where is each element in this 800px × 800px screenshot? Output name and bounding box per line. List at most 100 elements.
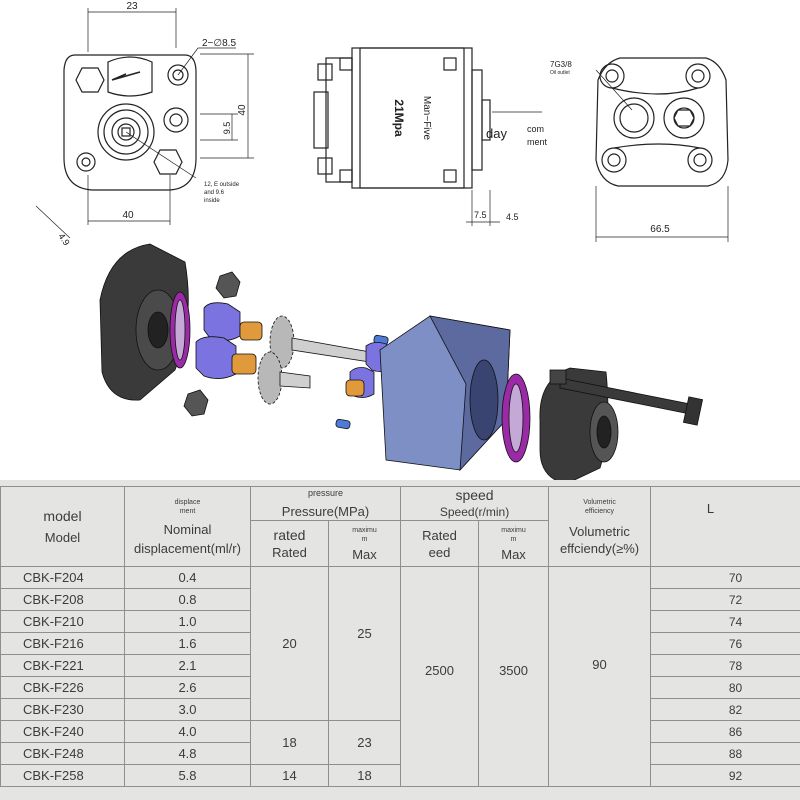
- driven-gear: [257, 351, 283, 405]
- row-model: CBK-F204: [0, 566, 125, 589]
- note-line-1: 12, E outside: [204, 182, 240, 188]
- header-rated: rated Rated: [250, 520, 329, 567]
- row-L: 92: [650, 764, 800, 787]
- exploded-view: [99, 243, 704, 480]
- header-speed-rated-sub: eed: [428, 544, 451, 560]
- rear-view: [595, 57, 729, 242]
- row-L: 70: [650, 566, 800, 589]
- cell-rated-b: 18: [250, 720, 329, 765]
- row-model: CBK-F248: [0, 742, 125, 765]
- cell-max-b: 23: [327, 720, 402, 765]
- row-L: 80: [650, 676, 800, 699]
- dim-23: 23: [126, 1, 138, 12]
- spec-table-photo: model Model displace ment Nominal displa…: [0, 480, 800, 800]
- header-speed-max-tiny-1: maximu: [501, 526, 526, 534]
- header-disp-sub: displacement(ml/r): [134, 540, 241, 556]
- row-L: 78: [650, 654, 800, 677]
- header-max-tiny-1: maximu: [352, 526, 377, 534]
- row-model: CBK-F226: [0, 676, 125, 699]
- row-disp: 3.0: [124, 698, 251, 721]
- header-max-tiny-2: m: [361, 535, 368, 543]
- header-disp-tiny-1: displace: [174, 498, 201, 506]
- row-L: 88: [650, 742, 800, 765]
- brand-label: Man~Five: [421, 96, 432, 141]
- header-pressure-main: Pressure(MPa): [281, 503, 370, 519]
- row-L: 86: [650, 720, 800, 743]
- header-speed-main: Speed(r/min): [439, 504, 510, 519]
- header-vol-sub: effciendy(≥%): [559, 540, 640, 556]
- header-speed-max: maximu m Max: [478, 520, 550, 567]
- row-disp: 0.4: [124, 566, 251, 589]
- header-model: model Model: [0, 486, 125, 567]
- side-view: [313, 47, 542, 226]
- dim-9-5: 9.5: [222, 122, 232, 135]
- dim-40-bottom: 40: [122, 210, 134, 221]
- thread-label: 7G3/8: [550, 60, 572, 69]
- dim-holes: 2−∅8.5: [202, 38, 236, 49]
- row-disp: 0.8: [124, 588, 251, 611]
- header-vol-main: Volumetric: [569, 523, 630, 539]
- row-model: CBK-F230: [0, 698, 125, 721]
- header-disp-main: Nominal: [163, 521, 212, 537]
- comment-line-2: ment: [527, 137, 548, 147]
- header-vol-tiny-1: Volumetric: [583, 498, 616, 506]
- row-model: CBK-F258: [0, 764, 125, 787]
- bushing-orange-2: [231, 353, 257, 375]
- header-L-text: L: [706, 501, 715, 516]
- header-speed-max-tiny-2: m: [510, 535, 517, 543]
- cell-speed-max: 3500: [478, 566, 550, 787]
- row-L: 74: [650, 610, 800, 633]
- header-max-sub: Max: [352, 546, 377, 562]
- bushing-block-lower: [195, 336, 237, 379]
- row-L: 82: [650, 698, 800, 721]
- row-model: CBK-F240: [0, 720, 125, 743]
- row-model: CBK-F208: [0, 588, 125, 611]
- dim-4-5: 4.5: [506, 212, 519, 222]
- pressure-label: 21Mpa: [392, 99, 406, 137]
- dim-7-5: 7.5: [474, 210, 487, 220]
- row-disp: 1.6: [124, 632, 251, 655]
- header-pressure-top: pressure: [308, 487, 344, 498]
- row-model: CBK-F216: [0, 632, 125, 655]
- note-line-3: inside: [204, 198, 220, 204]
- header-speed-rated-en: Rated: [422, 527, 457, 543]
- dim-4-9: 4.9: [56, 231, 71, 247]
- row-model: CBK-F221: [0, 654, 125, 677]
- header-L: L: [650, 486, 800, 567]
- nut-top: [215, 271, 241, 299]
- header-max: maximu m Max: [327, 520, 402, 567]
- row-model: CBK-F210: [0, 610, 125, 633]
- row-disp: 4.0: [124, 720, 251, 743]
- comment-line-1: com: [527, 124, 544, 134]
- cell-speed-rated: 2500: [400, 566, 480, 787]
- header-displacement: displace ment Nominal displacement(ml/r): [124, 486, 251, 567]
- header-vol-tiny-2: efficiency: [585, 507, 615, 515]
- header-speed: speed Speed(r/min): [400, 486, 550, 521]
- front-view: [35, 8, 254, 239]
- dim-40-right: 40: [237, 104, 248, 116]
- row-disp: 1.0: [124, 610, 251, 633]
- row-disp: 5.8: [124, 764, 251, 787]
- note-line-2: and 9.6: [204, 190, 225, 196]
- drive-shaft: [291, 337, 371, 363]
- cell-max-c: 18: [327, 764, 402, 787]
- nut-bottom: [183, 389, 209, 417]
- cell-rated-c: 14: [250, 764, 329, 787]
- cell-max-a: 25: [327, 566, 402, 721]
- header-speed-rated: Rated eed: [400, 520, 480, 567]
- spec-table: model Model displace ment Nominal displa…: [0, 486, 800, 787]
- header-model-en: model: [43, 507, 82, 524]
- day-label: day: [486, 126, 507, 141]
- row-disp: 2.6: [124, 676, 251, 699]
- bushing-orange-1: [239, 321, 263, 341]
- header-rated-sub: Rated: [272, 544, 307, 560]
- dim-66-5: 66.5: [650, 224, 670, 235]
- header-disp-tiny-2: ment: [179, 507, 196, 515]
- driven-shaft: [279, 371, 311, 389]
- row-L: 72: [650, 588, 800, 611]
- row-disp: 2.1: [124, 654, 251, 677]
- row-L: 76: [650, 632, 800, 655]
- thread-sub-label: Oil outlet: [550, 70, 570, 76]
- bushing-block-upper: [203, 302, 241, 341]
- header-pressure: pressure Pressure(MPa): [249, 486, 402, 521]
